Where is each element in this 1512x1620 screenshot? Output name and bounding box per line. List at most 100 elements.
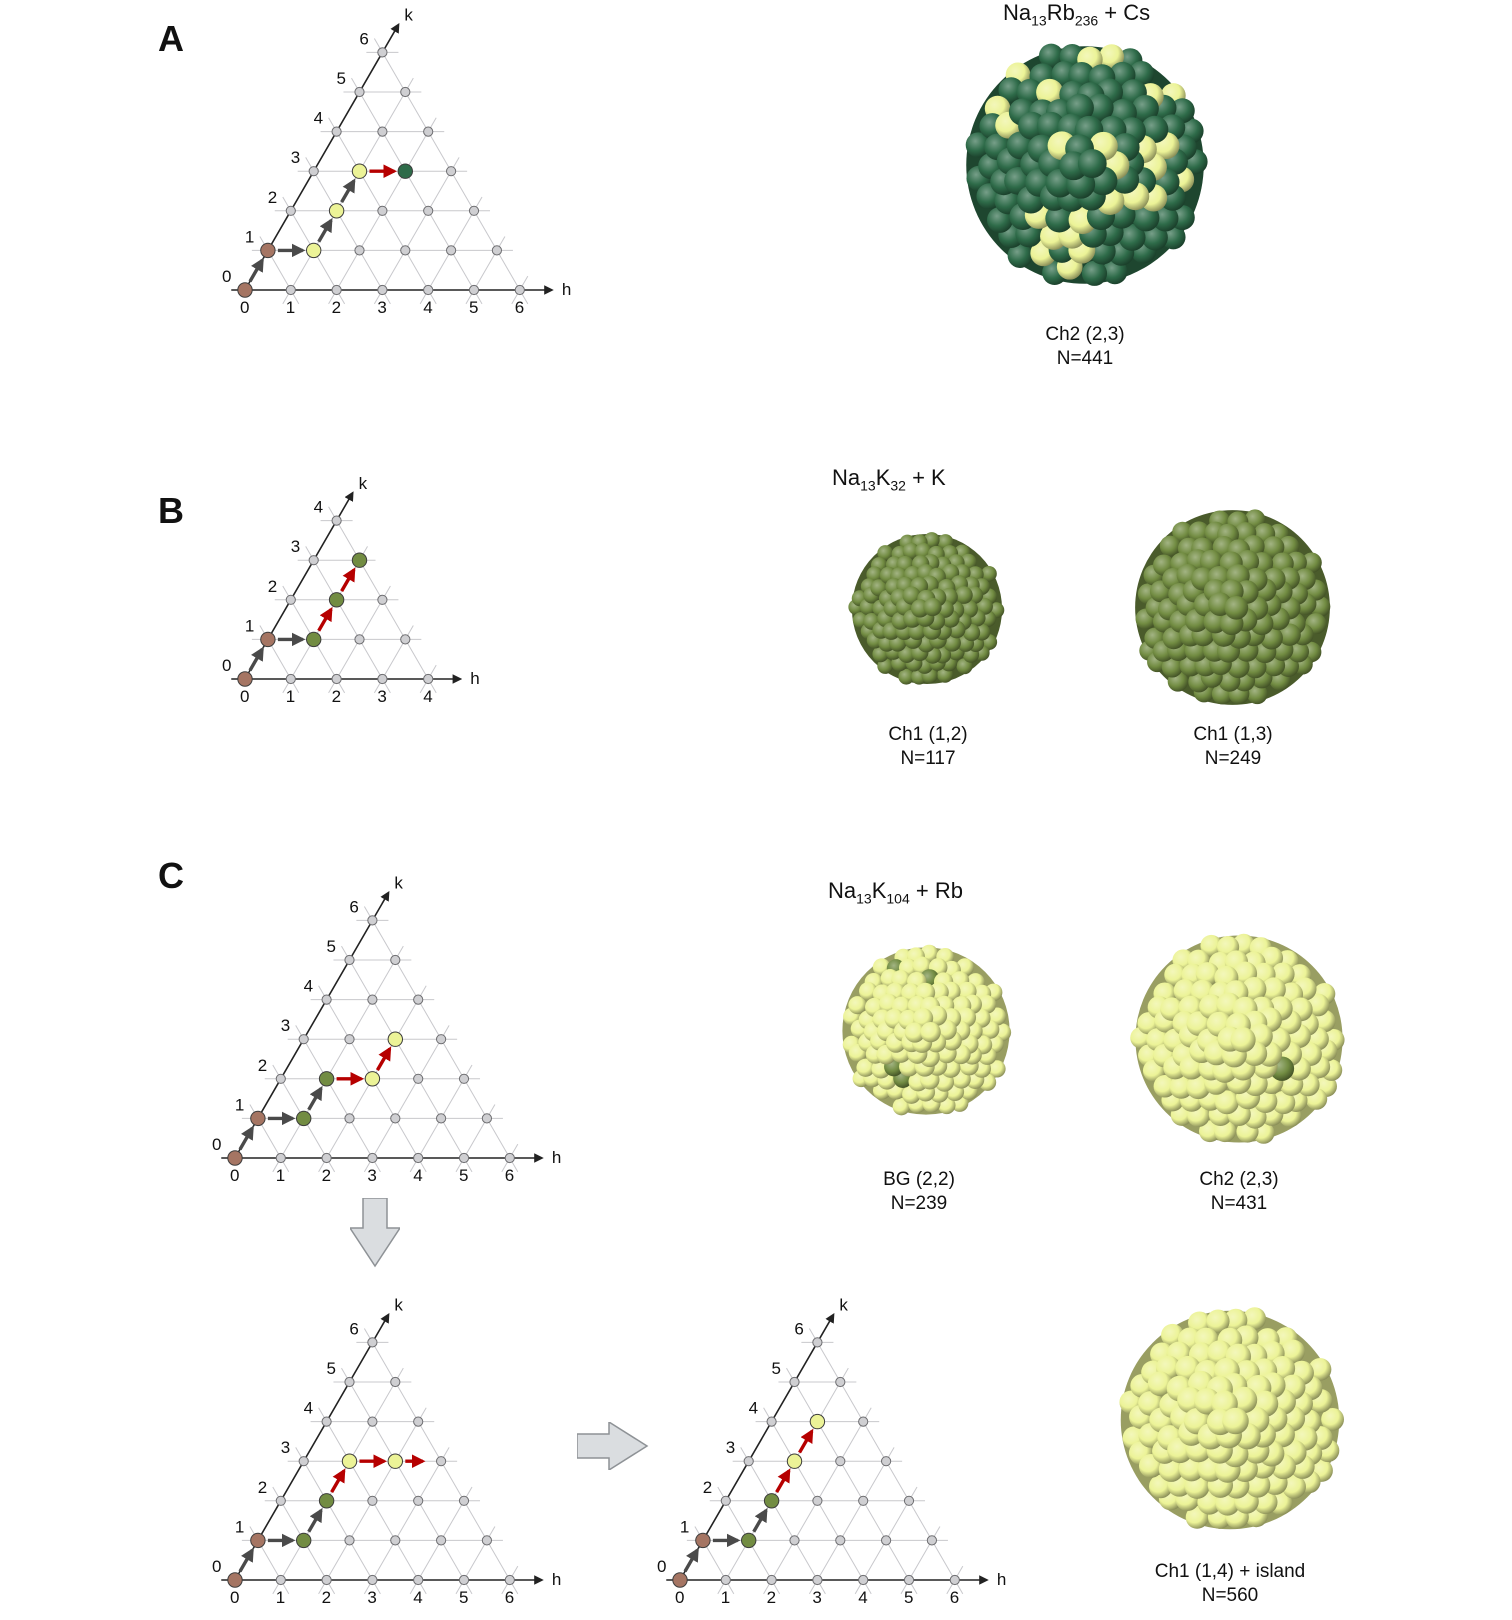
growth-arrow-black	[752, 1507, 768, 1533]
lattice-node	[285, 205, 296, 216]
tick-label-h: 1	[286, 298, 295, 317]
lattice-node	[458, 1495, 470, 1506]
axis-label-h: h	[997, 1570, 1006, 1589]
lattice-node	[423, 673, 434, 685]
lattice-node	[331, 515, 342, 526]
lattice-node	[367, 1337, 378, 1348]
lattice-node-yellow	[809, 1413, 826, 1430]
lattice-node	[367, 915, 378, 926]
title-b: Na13K32 + K	[832, 465, 946, 494]
lattice-node	[504, 1574, 515, 1586]
tick-label-h: 2	[332, 298, 341, 317]
lattice-node-olive	[763, 1493, 780, 1509]
lattice-node-olive	[328, 592, 345, 608]
lattice-node	[835, 1456, 846, 1467]
lattice-node	[468, 205, 480, 216]
tick-label-k: 1	[680, 1517, 689, 1536]
cluster-image-c1	[842, 944, 1012, 1116]
lattice-node	[720, 1495, 731, 1506]
growth-arrow-red	[798, 1428, 814, 1454]
tick-label-h: 1	[276, 1588, 285, 1607]
tick-label-h: 4	[423, 298, 432, 317]
lattice-node	[458, 1152, 470, 1164]
lattice-node	[413, 1574, 424, 1586]
axis-label-k: k	[394, 874, 403, 893]
lattice-node	[413, 1152, 424, 1164]
tick-label-k: 6	[349, 1319, 358, 1338]
tick-label-h: 5	[469, 298, 478, 317]
lattice-node	[377, 284, 388, 296]
lattice-node	[344, 1034, 355, 1045]
tick-label-h: 3	[377, 298, 386, 317]
lattice-node	[377, 126, 388, 137]
lattice-node-olive	[296, 1110, 312, 1127]
tick-label-k: 3	[281, 1016, 290, 1035]
tick-label-h: 0	[230, 1166, 239, 1185]
lattice-node	[354, 634, 365, 645]
lattice-node-dark-green	[397, 163, 414, 179]
tick-label-h: 3	[367, 1166, 376, 1185]
tick-label-k: 0	[222, 267, 231, 286]
title-a: Na13Rb236 + Cs	[1003, 0, 1151, 29]
tick-label-k: 4	[304, 1399, 313, 1418]
lattice-node	[285, 284, 296, 296]
lattice-node-olive	[296, 1532, 312, 1549]
caption-b1: Ch1 (1,2)N=117	[888, 724, 968, 769]
cluster-image-b1	[848, 532, 1005, 685]
lattice-node	[858, 1416, 869, 1427]
tick-label-h: 0	[240, 687, 249, 706]
growth-arrow-black	[307, 1507, 323, 1533]
lattice-node	[481, 1113, 492, 1124]
lattice-node	[436, 1456, 447, 1467]
panel-label-b: B	[158, 490, 184, 531]
lattice-node	[766, 1574, 777, 1586]
lattice-node	[858, 1574, 869, 1586]
lattice-node-core	[260, 631, 276, 648]
lattice-node	[321, 994, 332, 1005]
lattice-node-olive	[351, 552, 368, 568]
lattice-node	[835, 1535, 846, 1546]
tick-label-h: 4	[413, 1588, 422, 1607]
lattice-node	[789, 1535, 800, 1546]
tick-label-k: 6	[349, 897, 358, 916]
lattice-node-core	[237, 671, 253, 687]
axis-label-k: k	[359, 474, 368, 493]
lattice-node	[377, 47, 388, 58]
lattice-node	[858, 1495, 869, 1506]
lattice-node	[413, 1416, 424, 1427]
lattice-node	[331, 126, 342, 137]
lattice-node	[903, 1574, 915, 1586]
lattice-node	[514, 284, 525, 296]
growth-arrow-black	[307, 1085, 323, 1111]
lattice-node	[812, 1574, 823, 1586]
lattice-node	[377, 205, 388, 216]
lattice-node	[275, 1495, 286, 1506]
lattice-node	[285, 673, 296, 685]
tick-label-k: 4	[314, 498, 323, 517]
tick-label-h: 0	[240, 298, 249, 317]
lattice-node	[390, 1376, 401, 1388]
lattice-node	[367, 994, 378, 1005]
tick-label-k: 1	[235, 1095, 244, 1114]
tick-label-k: 0	[212, 1135, 221, 1154]
tick-label-k: 2	[703, 1478, 712, 1497]
growth-arrow-black	[317, 217, 333, 243]
tick-label-h: 3	[377, 687, 386, 706]
lattice-node	[275, 1574, 286, 1586]
caption-c1: BG (2,2)N=239	[883, 1169, 955, 1214]
tick-label-h: 4	[858, 1588, 867, 1607]
tick-label-k: 5	[772, 1359, 781, 1378]
axis-label-k: k	[394, 1296, 403, 1315]
caption-b2: Ch1 (1,3)N=249	[1193, 724, 1273, 769]
tick-label-k: 6	[359, 29, 368, 48]
lattice-node-core	[250, 1110, 266, 1127]
lattice-node	[308, 166, 319, 177]
cluster-image-a	[965, 43, 1208, 286]
lattice-node	[298, 1456, 309, 1467]
growth-arrow-red	[375, 1046, 392, 1071]
growth-arrow-black	[238, 1125, 254, 1151]
lattice-node	[468, 284, 480, 296]
down-arrow-icon	[350, 1198, 400, 1268]
lattice-node	[423, 205, 434, 216]
